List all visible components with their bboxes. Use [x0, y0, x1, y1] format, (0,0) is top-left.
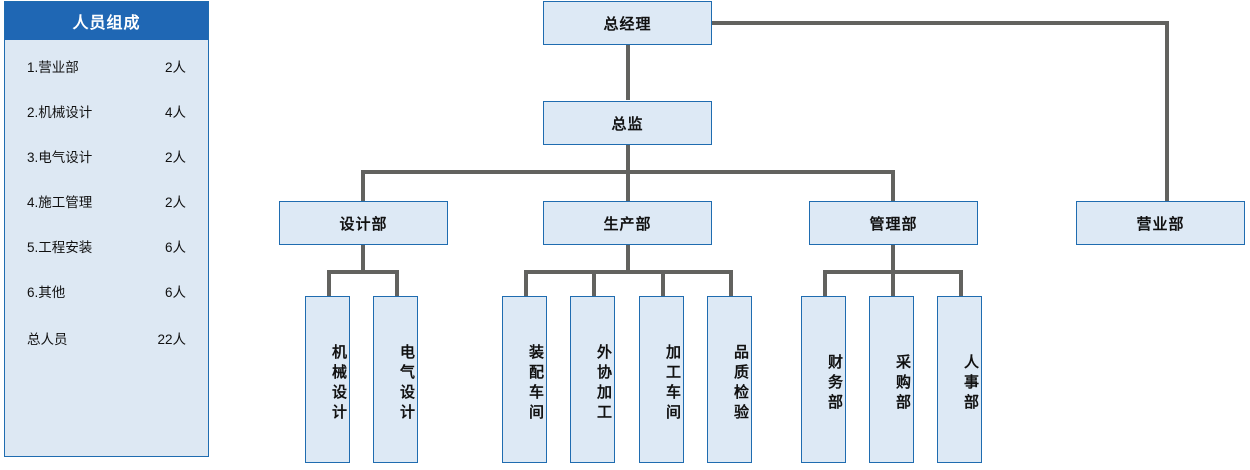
- connector-drop-design-child-0: [327, 270, 331, 297]
- personnel-label: 6.其他: [27, 285, 66, 300]
- connector-drop-management: [891, 170, 895, 201]
- personnel-label: 2.机械设计: [27, 105, 93, 120]
- connector-gm-to-sales-horizontal: [711, 21, 1169, 25]
- personnel-panel: 人员组成 1.营业部 2人 2.机械设计 4人 3.电气设计 2人 4.施工管理…: [4, 1, 209, 457]
- node-department-design[interactable]: 设计部: [279, 201, 448, 245]
- personnel-list: 1.营业部 2人 2.机械设计 4人 3.电气设计 2人 4.施工管理 2人 5…: [5, 40, 208, 373]
- node-design-child-mechanical[interactable]: 机械设计: [305, 296, 350, 463]
- personnel-panel-title: 人员组成: [5, 2, 208, 40]
- personnel-count: 2人: [164, 195, 186, 210]
- node-design-child-electrical[interactable]: 电气设计: [373, 296, 418, 463]
- node-management-child-hr[interactable]: 人事部: [937, 296, 982, 463]
- node-production-child-machining[interactable]: 加工车间: [639, 296, 684, 463]
- connector-gm-to-director: [626, 45, 630, 100]
- personnel-total-count: 22人: [157, 332, 186, 347]
- list-item: 4.施工管理 2人: [27, 191, 186, 236]
- connector-drop-design: [361, 170, 365, 201]
- personnel-count: 6人: [164, 240, 186, 255]
- connector-drop-production-child-0: [524, 270, 528, 297]
- list-item: 5.工程安装 6人: [27, 236, 186, 281]
- node-production-child-outsourcing[interactable]: 外协加工: [570, 296, 615, 463]
- connector-drop-management-child-1: [891, 270, 895, 297]
- list-item: 1.营业部 2人: [27, 56, 186, 101]
- node-department-management[interactable]: 管理部: [809, 201, 978, 245]
- personnel-count: 4人: [164, 105, 186, 120]
- connector-design-bus: [327, 270, 399, 274]
- personnel-label: 4.施工管理: [27, 195, 93, 210]
- node-general-manager[interactable]: 总经理: [543, 1, 712, 45]
- list-item: 2.机械设计 4人: [27, 101, 186, 146]
- node-production-child-assembly[interactable]: 装配车间: [502, 296, 547, 463]
- connector-drop-design-child-1: [395, 270, 399, 297]
- connector-director-drop: [626, 145, 630, 174]
- connector-design-drop: [361, 245, 365, 274]
- node-department-sales[interactable]: 营业部: [1076, 201, 1245, 245]
- connector-drop-production-child-3: [729, 270, 733, 297]
- personnel-total-label: 总人员: [27, 332, 68, 347]
- list-item: 3.电气设计 2人: [27, 146, 186, 191]
- personnel-label: 3.电气设计: [27, 150, 93, 165]
- personnel-label: 5.工程安装: [27, 240, 93, 255]
- node-director[interactable]: 总监: [543, 101, 712, 145]
- connector-drop-management-child-2: [959, 270, 963, 297]
- connector-drop-production: [626, 170, 630, 201]
- connector-drop-production-child-2: [661, 270, 665, 297]
- node-management-child-finance[interactable]: 财务部: [801, 296, 846, 463]
- connector-production-drop: [626, 245, 630, 274]
- connector-management-drop: [891, 245, 895, 274]
- node-production-child-quality[interactable]: 品质检验: [707, 296, 752, 463]
- connector-gm-to-sales-vertical: [1165, 21, 1169, 201]
- node-management-child-purchasing[interactable]: 采购部: [869, 296, 914, 463]
- personnel-count: 2人: [164, 150, 186, 165]
- node-department-production[interactable]: 生产部: [543, 201, 712, 245]
- connector-drop-production-child-1: [592, 270, 596, 297]
- connector-production-bus: [524, 270, 733, 274]
- connector-drop-management-child-0: [823, 270, 827, 297]
- personnel-label: 1.营业部: [27, 60, 79, 75]
- personnel-count: 6人: [164, 285, 186, 300]
- list-item: 6.其他 6人: [27, 281, 186, 326]
- personnel-total-row: 总人员 22人: [27, 328, 186, 373]
- personnel-count: 2人: [164, 60, 186, 75]
